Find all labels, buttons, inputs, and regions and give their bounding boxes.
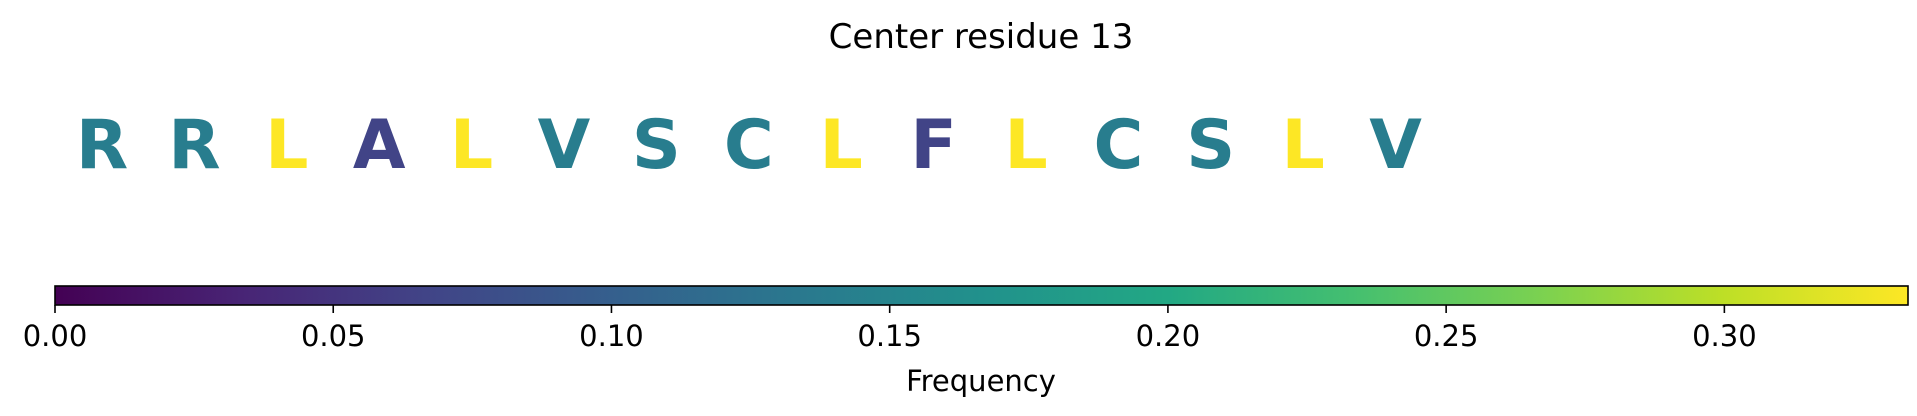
residue-letter: L	[1004, 106, 1047, 185]
chart-title: Center residue 13	[829, 17, 1134, 57]
colorbar-tick-label: 0.00	[23, 319, 88, 353]
residue-letter: S	[1186, 106, 1235, 185]
residue-letter: S	[632, 106, 681, 185]
residue-letter: L	[1282, 106, 1325, 185]
colorbar-tick-label: 0.15	[857, 319, 922, 353]
residue-letter: R	[168, 106, 220, 185]
residue-letter: C	[1093, 106, 1143, 185]
colorbar-tick-label: 0.30	[1692, 319, 1757, 353]
colorbar-label: Frequency	[906, 364, 1056, 398]
colorbar-tick-label: 0.10	[579, 319, 644, 353]
residue-letter: L	[265, 106, 308, 185]
colorbar-tick-label: 0.25	[1414, 319, 1479, 353]
colorbar-ticks: 0.00 0.05 0.10 0.15 0.20 0.25 0.30	[23, 305, 1757, 353]
residue-letter: L	[820, 106, 863, 185]
residue-letter: C	[724, 106, 774, 185]
residue-letter: R	[76, 106, 128, 185]
residue-letter: V	[1369, 106, 1422, 185]
residue-letter: F	[910, 106, 956, 185]
colorbar-tick-label: 0.20	[1136, 319, 1201, 353]
colorbar-tick-label: 0.05	[301, 319, 366, 353]
residue-letter: A	[353, 106, 406, 185]
residue-letter: V	[538, 106, 591, 185]
colorbar-gradient	[54, 285, 1909, 306]
frequency-colorbar: 0.00 0.05 0.10 0.15 0.20 0.25 0.30 Frequency	[23, 285, 1909, 398]
residue-letter: L	[450, 106, 493, 185]
